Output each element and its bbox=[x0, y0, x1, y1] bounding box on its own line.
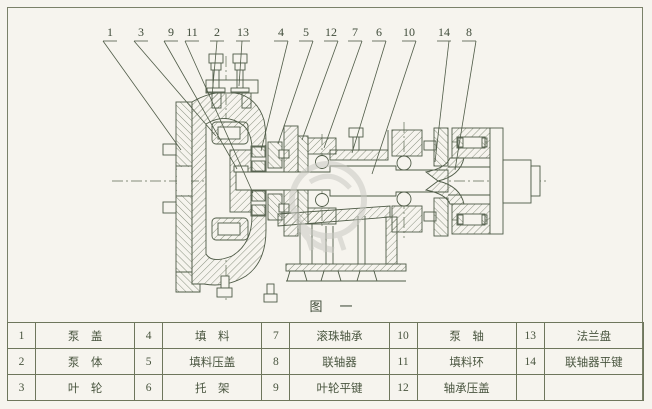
leader-line bbox=[454, 40, 477, 171]
callout-13: 13 bbox=[236, 25, 250, 87]
part-name-cell: 泵 体 bbox=[34, 348, 136, 375]
bracket-base bbox=[285, 263, 407, 272]
part-name-cell: 轴承压盖 bbox=[416, 374, 517, 401]
part-number-cell: 12 bbox=[388, 374, 418, 401]
coupling-section bbox=[424, 127, 541, 235]
callout-3: 3 bbox=[133, 25, 217, 137]
leader-line bbox=[371, 40, 417, 175]
part-number-cell: 1 bbox=[7, 322, 36, 349]
callout-6: 6 bbox=[351, 25, 387, 154]
callout-10: 10 bbox=[371, 25, 417, 175]
part-name-cell: 泵 盖 bbox=[34, 322, 136, 349]
callout-12: 12 bbox=[301, 25, 339, 141]
coupling-flange-disc bbox=[489, 127, 504, 235]
part-name-cell: 填料环 bbox=[416, 348, 517, 375]
parts-table: 1 泵 盖 4 填 料 7 滚珠轴承 10 泵 轴 13 法兰盘 2 泵 体 5… bbox=[7, 322, 645, 401]
svg-text:5: 5 bbox=[303, 25, 309, 39]
leader-line bbox=[351, 40, 387, 154]
callout-9: 9 bbox=[163, 25, 238, 170]
table-row: 2 泵 体 5 填料压盖 8 联轴器 11 填料环 14 联轴器平键 bbox=[7, 348, 645, 375]
part-number-cell: 9 bbox=[261, 374, 291, 401]
callout-2: 2 bbox=[210, 25, 224, 97]
part-name-cell: 联轴器 bbox=[289, 348, 390, 375]
figure-caption: 图 一 bbox=[309, 299, 355, 314]
leader-line bbox=[260, 40, 289, 152]
part-name-cell: 叶 轮 bbox=[34, 374, 136, 401]
drain-plug bbox=[216, 275, 233, 298]
svg-text:9: 9 bbox=[168, 25, 174, 39]
part-name-cell: 联轴器平键 bbox=[543, 348, 645, 375]
leader-line bbox=[163, 40, 238, 170]
part-number-cell: 4 bbox=[134, 322, 164, 349]
svg-text:4: 4 bbox=[278, 25, 284, 39]
leader-line bbox=[323, 40, 363, 149]
part-number-cell: 7 bbox=[261, 322, 291, 349]
part-name-cell: 法兰盘 bbox=[543, 322, 645, 349]
bracket-foot bbox=[356, 270, 378, 282]
callout-7: 7 bbox=[323, 25, 363, 149]
callouts: 1 3 9 11 2 bbox=[102, 25, 477, 194]
svg-text:7: 7 bbox=[352, 25, 358, 39]
ball-bearing-left bbox=[307, 137, 337, 225]
callout-5: 5 bbox=[277, 25, 314, 145]
callout-1: 1 bbox=[102, 25, 182, 151]
part-number-cell: 11 bbox=[388, 348, 418, 375]
svg-text:2: 2 bbox=[214, 25, 220, 39]
svg-text:12: 12 bbox=[325, 25, 337, 39]
base-bolt bbox=[263, 283, 278, 303]
leader-line bbox=[434, 40, 450, 163]
svg-text:10: 10 bbox=[403, 25, 415, 39]
bracket-foot bbox=[320, 270, 342, 282]
part-name-cell: 填 料 bbox=[162, 322, 263, 349]
ball-bearing-right bbox=[391, 129, 437, 233]
leader-line bbox=[211, 40, 218, 97]
svg-text:6: 6 bbox=[376, 25, 382, 39]
part-number-cell: 3 bbox=[7, 374, 36, 401]
svg-text:1: 1 bbox=[107, 25, 113, 39]
table-row: 1 泵 盖 4 填 料 7 滚珠轴承 10 泵 轴 13 法兰盘 bbox=[7, 322, 645, 349]
part-number-cell: 14 bbox=[515, 348, 545, 375]
coupling-hub bbox=[502, 159, 532, 204]
callout-8: 8 bbox=[454, 25, 477, 171]
leader-line bbox=[184, 40, 254, 194]
leader-line bbox=[238, 40, 243, 87]
part-number-cell: 6 bbox=[134, 374, 164, 401]
part-number-cell: 13 bbox=[515, 322, 545, 349]
bracket-foot bbox=[286, 270, 308, 282]
svg-text:8: 8 bbox=[466, 25, 472, 39]
leader-line bbox=[277, 40, 314, 145]
leader-line bbox=[301, 40, 339, 141]
callout-4: 4 bbox=[260, 25, 289, 152]
bracket-top-bolt bbox=[348, 127, 364, 151]
part-number-cell: 5 bbox=[134, 348, 164, 375]
part-number-cell: 2 bbox=[7, 348, 36, 375]
pump-cover-section bbox=[162, 101, 201, 293]
part-name-cell: 滚珠轴承 bbox=[289, 322, 390, 349]
leader-line bbox=[133, 40, 217, 137]
pump-assembly-drawing: 1 3 9 11 2 bbox=[102, 25, 548, 303]
part-name-cell: 泵 轴 bbox=[416, 322, 517, 349]
callout-14: 14 bbox=[434, 25, 451, 163]
svg-text:11: 11 bbox=[186, 25, 198, 39]
part-name-cell: 填料压盖 bbox=[162, 348, 263, 375]
part-number-cell bbox=[515, 374, 545, 401]
part-name-cell: 托 架 bbox=[162, 374, 263, 401]
part-name-cell: 叶轮平键 bbox=[289, 374, 390, 401]
shaft-end bbox=[530, 165, 541, 197]
callout-11: 11 bbox=[184, 25, 254, 194]
svg-text:13: 13 bbox=[237, 25, 249, 39]
svg-text:3: 3 bbox=[138, 25, 144, 39]
part-name-cell bbox=[543, 374, 645, 401]
watermark bbox=[289, 161, 367, 253]
part-number-cell: 8 bbox=[261, 348, 291, 375]
table-row: 3 叶 轮 6 托 架 9 叶轮平键 12 轴承压盖 bbox=[7, 374, 645, 401]
leader-line bbox=[102, 40, 182, 151]
part-number-cell: 10 bbox=[388, 322, 418, 349]
svg-text:14: 14 bbox=[438, 25, 450, 39]
